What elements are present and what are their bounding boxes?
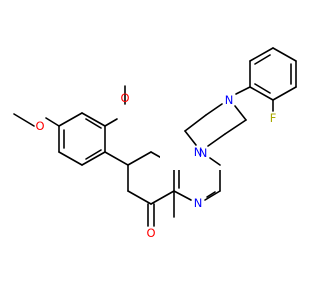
bond xyxy=(81,151,106,166)
bond xyxy=(249,47,274,62)
fluorophenyl-ring xyxy=(235,47,297,112)
bond xyxy=(272,86,297,101)
bond xyxy=(45,117,60,127)
atom-nitrogen-piperazine-bottom: N xyxy=(199,146,208,160)
atom-oxygen-carbonyl: O xyxy=(146,226,155,240)
bond xyxy=(58,112,83,127)
bond xyxy=(85,149,102,160)
atom-nitrogen-ring-bottom: N xyxy=(194,196,203,210)
bond xyxy=(127,151,152,166)
bond xyxy=(173,190,192,201)
bond xyxy=(234,105,247,121)
bond xyxy=(272,47,297,62)
bond xyxy=(249,86,274,101)
molecule-canvas: O O O N N N N F xyxy=(13,47,297,240)
bond xyxy=(254,54,271,65)
bond xyxy=(205,103,223,116)
atom-labels: O O O N N N N F xyxy=(35,91,276,240)
bond xyxy=(184,130,197,146)
bond xyxy=(224,119,247,135)
bond xyxy=(209,157,221,166)
bond xyxy=(150,190,175,205)
atom-nitrogen-ring-top: N xyxy=(194,145,203,159)
piperazine-final xyxy=(160,78,270,166)
bond xyxy=(81,112,106,127)
bond xyxy=(235,86,251,95)
bond xyxy=(58,151,83,166)
atom-oxygen-top: O xyxy=(120,91,129,105)
structure-diagram: O O O N N N N F xyxy=(13,47,297,240)
bond xyxy=(85,118,102,129)
bond xyxy=(184,114,207,132)
bond xyxy=(13,113,35,127)
bond xyxy=(127,190,152,205)
bond xyxy=(204,190,221,201)
atom-oxygen-left: O xyxy=(35,119,44,133)
atom-fluorine: F xyxy=(270,111,277,125)
bond xyxy=(104,118,118,127)
bond xyxy=(104,151,129,166)
atom-nitrogen-piperazine-top: N xyxy=(225,93,234,107)
bond xyxy=(206,191,216,198)
bond xyxy=(207,133,226,147)
bond xyxy=(254,83,271,94)
